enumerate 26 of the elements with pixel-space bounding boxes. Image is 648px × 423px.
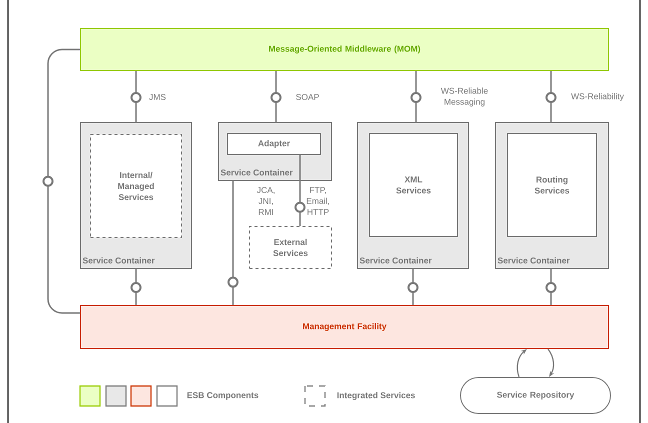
connector [228, 181, 238, 305]
service-box: Internal/ Managed Services [90, 134, 182, 238]
edge-label: FTP, Email, HTTP [306, 187, 330, 215]
management-band: Management Facility [80, 305, 609, 349]
edge-label: WS-Reliability [571, 93, 624, 101]
connector [546, 71, 556, 122]
repository-box: Service Repository [460, 377, 611, 414]
legend-text: Integrated Services [337, 392, 415, 400]
adapter-box: Adapter [227, 133, 321, 155]
connector [546, 269, 556, 305]
connector [294, 155, 306, 226]
edge-label: WS-Reliable Messaging [440, 88, 488, 106]
connector [270, 71, 282, 122]
service-box: External Services [249, 226, 332, 269]
edge-label: JMS [149, 94, 166, 100]
connector [130, 269, 142, 305]
connector [42, 48, 80, 314]
edge-label: JCA, JNI, RMI [256, 187, 274, 215]
service-box: Routing Services [507, 133, 597, 237]
edge-label: SOAP [296, 94, 319, 100]
connector [130, 71, 142, 122]
connector [410, 71, 422, 122]
service-box: XML Services [369, 133, 458, 237]
connector [408, 269, 418, 305]
mom-band: Message-Oriented Middleware (MOM) [80, 28, 609, 71]
legend-text: ESB Components [187, 392, 258, 400]
